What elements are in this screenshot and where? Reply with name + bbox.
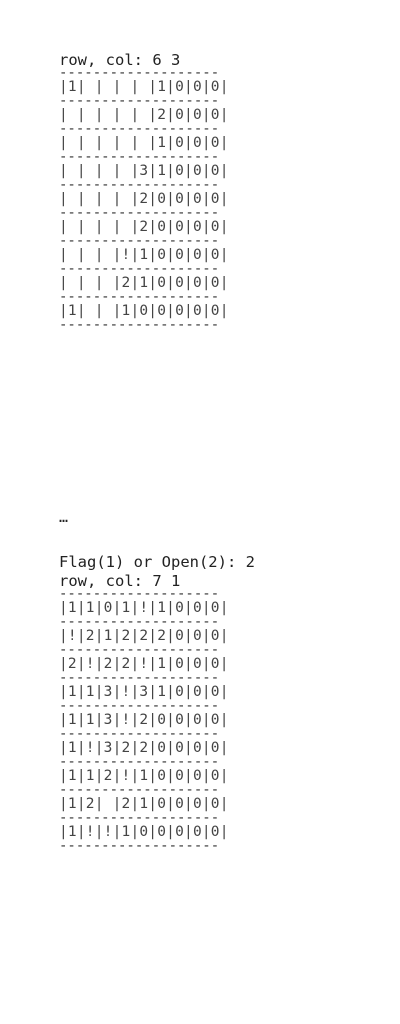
- grid-row: |1|1|3|!|3|1|0|0|0|: [59, 684, 229, 700]
- grid-row: | | | | | |1|0|0|0|: [59, 135, 229, 151]
- grid-separator: -------------------: [59, 675, 255, 681]
- grid-row: | | | | |3|1|0|0|0|: [59, 163, 229, 179]
- grid-row: |1|!|3|2|2|0|0|0|0|: [59, 740, 229, 756]
- grid-row: |1| | | | |1|0|0|0|: [59, 79, 229, 95]
- grid-row: |1|!|!|1|0|0|0|0|0|: [59, 824, 229, 840]
- grid-separator: -------------------: [59, 787, 255, 793]
- grid-separator: -------------------: [59, 182, 229, 188]
- grid-separator: -------------------: [59, 70, 229, 76]
- grid-row: |1|2| |2|1|0|0|0|0|: [59, 796, 229, 812]
- grid-row: |1| | |1|0|0|0|0|0|: [59, 303, 229, 319]
- grid-row: |!|2|1|2|2|2|0|0|0|: [59, 628, 229, 644]
- grid-row: |1|1|2|!|1|0|0|0|0|: [59, 768, 229, 784]
- grid-separator: -------------------: [59, 266, 229, 272]
- board-output-2: Flag(1) or Open(2): 2 row, col: 7 1 ----…: [59, 553, 255, 849]
- grid-row: |1|1|0|1|!|1|0|0|0|: [59, 600, 229, 616]
- grid-separator: -------------------: [59, 322, 229, 328]
- row-col-prompt: row, col: 6 3: [59, 51, 181, 69]
- grid-separator: -------------------: [59, 647, 255, 653]
- grid-separator: -------------------: [59, 759, 255, 765]
- grid-row: |2|!|2|2|!|1|0|0|0|: [59, 656, 229, 672]
- grid-separator: -------------------: [59, 98, 229, 104]
- board-grid: ------------------- |1|1|0|1|!|1|0|0|0| --…: [59, 591, 255, 849]
- grid-separator: -------------------: [59, 703, 255, 709]
- grid-row: | | | | | |2|0|0|0|: [59, 107, 229, 123]
- grid-separator: -------------------: [59, 126, 229, 132]
- grid-separator: -------------------: [59, 815, 255, 821]
- grid-row: | | | |2|1|0|0|0|0|: [59, 275, 229, 291]
- grid-separator: -------------------: [59, 294, 229, 300]
- grid-row: | | | | |2|0|0|0|0|: [59, 191, 229, 207]
- grid-separator: -------------------: [59, 843, 255, 849]
- grid-row: | | | | |2|0|0|0|0|: [59, 219, 229, 235]
- grid-separator: -------------------: [59, 154, 229, 160]
- grid-separator: -------------------: [59, 591, 255, 597]
- grid-separator: -------------------: [59, 731, 255, 737]
- ellipsis: …: [59, 508, 69, 526]
- grid-separator: -------------------: [59, 210, 229, 216]
- board-grid: ------------------- |1| | | | |1|0|0|0| --…: [59, 70, 229, 328]
- row-col-prompt: row, col: 7 1: [59, 572, 181, 590]
- grid-row: |1|1|3|!|2|0|0|0|0|: [59, 712, 229, 728]
- board-output-1: row, col: 6 3 ------------------- |1| | |…: [59, 51, 229, 328]
- flag-or-open-prompt: Flag(1) or Open(2): 2: [59, 553, 255, 571]
- grid-row: | | | |!|1|0|0|0|0|: [59, 247, 229, 263]
- grid-separator: -------------------: [59, 619, 255, 625]
- grid-separator: -------------------: [59, 238, 229, 244]
